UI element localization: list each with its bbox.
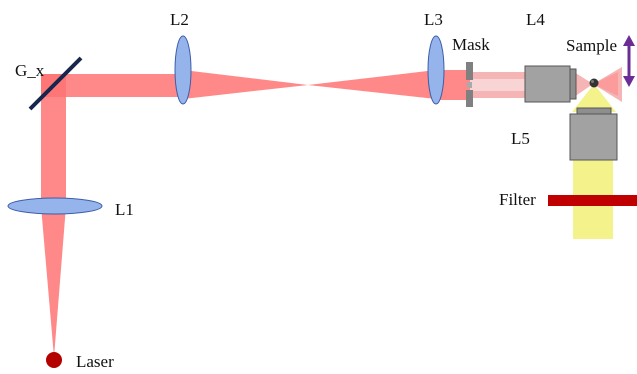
label-l5: L5 (511, 129, 530, 148)
masked-beam-core (470, 79, 526, 91)
label-laser: Laser (76, 352, 114, 371)
label-l2: L2 (170, 10, 189, 29)
label-l4: L4 (526, 10, 545, 29)
converging-beam-l2 (183, 70, 308, 99)
sample-dot (589, 78, 599, 88)
sample-stage-arrow-up (623, 35, 635, 46)
label-g-x: G_x (15, 61, 45, 80)
diverging-beam-l3 (308, 70, 436, 99)
laser-source (46, 352, 62, 368)
mask-bottom (466, 90, 473, 107)
filter (548, 195, 637, 206)
objective-l4-tip (569, 68, 577, 100)
objective-l5-body (569, 113, 618, 161)
sample-dot-highlight (591, 80, 594, 83)
galvo-mirror-g-x (28, 56, 83, 111)
label-mask: Mask (452, 35, 490, 54)
mask-center (467, 82, 472, 88)
lens-l1 (7, 197, 103, 215)
sample-stage-arrow-down (623, 76, 635, 87)
mask-top (466, 62, 473, 80)
objective-l5-tip (576, 107, 612, 115)
vertical-laser-beam (41, 74, 66, 357)
lens-l2 (174, 35, 192, 105)
objective-l4-body (524, 65, 571, 103)
emission-cone (572, 84, 616, 112)
label-l3: L3 (424, 10, 443, 29)
excitation-cone-in (574, 72, 593, 97)
excitation-cone-out-inner (593, 72, 618, 96)
collimated-beam-g-to-l2 (41, 74, 183, 97)
label-filter: Filter (499, 190, 536, 209)
label-sample: Sample (566, 36, 617, 55)
lens-l3 (427, 35, 445, 105)
label-l1: L1 (115, 200, 134, 219)
